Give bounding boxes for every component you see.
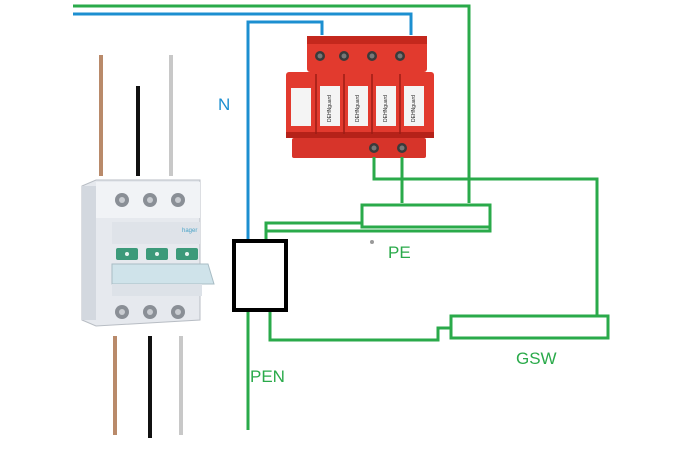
main-switch: hager xyxy=(81,55,215,438)
breaker-brand: hager xyxy=(182,228,197,234)
pe-dot xyxy=(370,240,374,244)
spd-module-label-3 xyxy=(376,86,396,126)
label-n: N xyxy=(218,95,230,114)
pe-busbar xyxy=(360,203,492,229)
spd-text-2: DEHNguard xyxy=(355,95,361,122)
spd-module-label-1 xyxy=(320,86,340,126)
gsw-busbar xyxy=(449,314,610,340)
spd-text-3: DEHNguard xyxy=(383,95,389,122)
spd-text-1: DEHNguard xyxy=(327,95,333,122)
surge-protector: DEHNguard DEHNguard DEHNguard DEHNguard xyxy=(286,36,434,158)
label-pen: PEN xyxy=(250,367,285,386)
label-gsw: GSW xyxy=(516,349,557,368)
neutral-wire xyxy=(73,12,413,241)
label-pe: PE xyxy=(388,243,411,262)
spd-module-label-2 xyxy=(348,86,368,126)
spd-module-label-4 xyxy=(404,86,424,126)
spd-text-4: DEHNguard xyxy=(411,95,417,122)
spd-top-screws xyxy=(315,51,405,61)
pen-terminal-block xyxy=(232,239,288,312)
